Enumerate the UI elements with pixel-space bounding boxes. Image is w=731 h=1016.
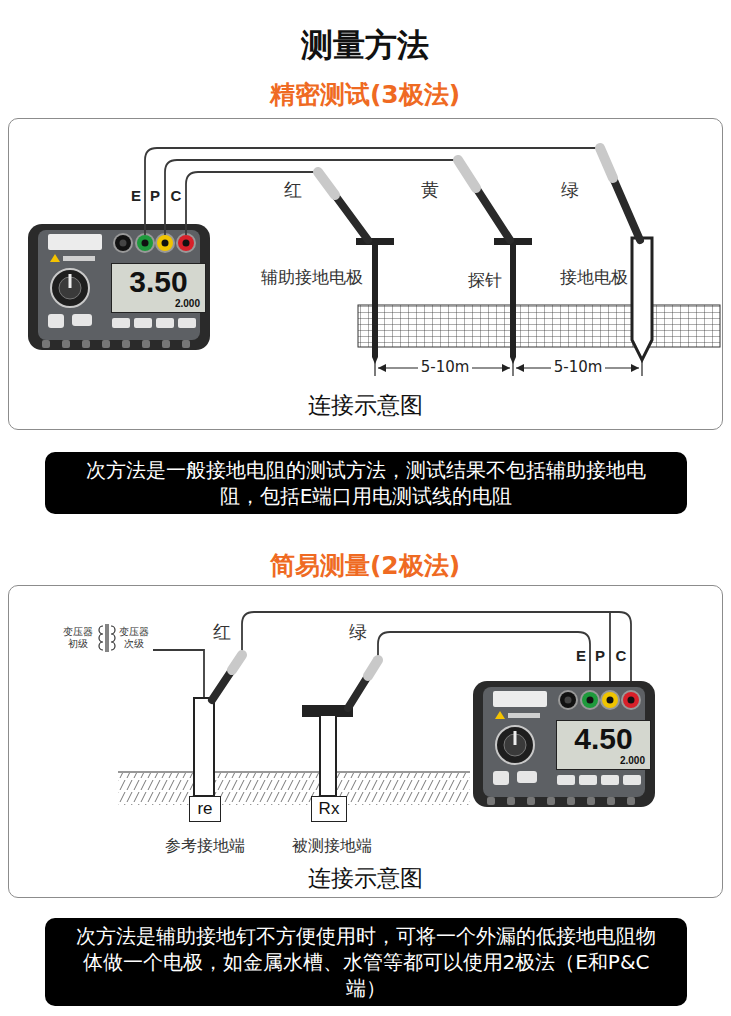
wire-colour: 绿: [561, 180, 579, 201]
transformer-symbol: [99, 626, 103, 650]
alligator-clip: [318, 172, 368, 240]
electrode-label: 探针: [468, 271, 502, 291]
earth-electrode: [632, 238, 652, 360]
auxiliary-electrode-rod: [372, 245, 378, 357]
section-heading: 简易测量(2极法): [270, 552, 460, 581]
lcd-display: 3.50 2.000: [111, 263, 206, 313]
transformer-symbol: [105, 624, 106, 652]
terminal-name: E: [576, 647, 586, 664]
electrode-label: 辅助接地电极: [261, 268, 363, 288]
reference-ground-rod: [194, 698, 214, 796]
alligator-clip: [212, 655, 242, 700]
test-lead: [165, 160, 458, 235]
lcd-display: 4.50 2.000: [556, 720, 651, 770]
soil: [118, 772, 470, 805]
earth-tester: [473, 681, 655, 807]
pipe-under-test: [303, 706, 352, 796]
terminal-name: E: [131, 187, 141, 204]
terminal-box: Rx: [311, 796, 348, 822]
alligator-clip: [318, 172, 335, 195]
alligator-clip: [458, 160, 510, 240]
auxiliary-electrode-rod: [356, 238, 394, 364]
wire-colour: 红: [213, 622, 231, 643]
terminal-name: re: [197, 799, 212, 819]
transformer-symbol: [99, 624, 115, 652]
lcd-reading: 4.50: [574, 724, 632, 754]
dimension: 5-10m: [551, 359, 606, 376]
note-box: 次方法是一般接地电阻的测试方法，测试结果不包括辅助接地电阻，包括E端口用电测试线…: [45, 452, 687, 514]
alligator-clip: [212, 655, 378, 708]
note-text: 次方法是辅助接地钉不方便使用时，可将一个外漏的低接地电阻物体做一个电极，如金属水…: [75, 923, 657, 1001]
ground-grid: [358, 305, 720, 347]
earth-electrode: [632, 238, 652, 360]
dimension: 5-10m: [418, 359, 473, 376]
lcd-reading: 2.000: [620, 756, 645, 766]
terminal-caption: 参考接地端: [165, 837, 245, 855]
note-box: 次方法是辅助接地钉不方便使用时，可将一个外漏的低接地电阻物体做一个电极，如金属水…: [45, 918, 687, 1006]
transformer-symbol: [107, 624, 108, 652]
lcd-reading: 2.000: [175, 299, 200, 309]
panel-caption: 连接示意图: [308, 865, 423, 893]
earth-tester: [473, 681, 655, 807]
page-title: 测量方法: [301, 26, 429, 64]
section-heading: 精密测试(3极法): [270, 81, 460, 110]
probe-rod: [510, 245, 516, 357]
panel-caption: 连接示意图: [308, 392, 423, 420]
dimension-line: [374, 361, 375, 376]
test-lead: [242, 612, 631, 691]
lcd-reading: 3.50: [129, 267, 187, 297]
alligator-clip: [232, 655, 242, 670]
ground-grid: [358, 305, 720, 347]
alligator-clip: [368, 660, 378, 676]
soil: [118, 771, 470, 772]
alligator-clip: [318, 148, 640, 240]
test-lead: [153, 650, 204, 698]
wire-colour: 黄: [421, 180, 439, 201]
test-lead: [186, 172, 318, 235]
pipe-under-test: [303, 706, 352, 796]
alligator-clip: [348, 660, 378, 708]
soil: [118, 773, 470, 805]
test-lead: [609, 612, 611, 691]
test-lead: [145, 148, 600, 235]
earth-tester: [28, 224, 210, 350]
terminal-box: re: [189, 796, 220, 822]
transformer-label: 变压器次级: [118, 626, 150, 650]
electrode-label: 接地电极: [560, 268, 628, 288]
terminal-name: C: [616, 647, 627, 664]
terminal-caption: 被测接地端: [292, 837, 372, 855]
terminal-name: Rx: [319, 799, 340, 819]
terminal-name: P: [150, 187, 160, 204]
auxiliary-electrode-rod: [356, 238, 394, 245]
earth-tester: [28, 224, 210, 350]
transformer-label: 变压器初级: [62, 626, 94, 650]
note-text: 次方法是一般接地电阻的测试方法，测试结果不包括辅助接地电阻，包括E端口用电测试线…: [75, 457, 657, 509]
wire-colour: 绿: [349, 622, 367, 643]
terminal-name: P: [595, 647, 605, 664]
dimension-line: [641, 361, 642, 376]
alligator-clip: [600, 148, 613, 178]
probe-rod: [494, 238, 532, 364]
transformer-symbol: [111, 626, 115, 650]
test-lead: [145, 148, 600, 235]
dimension-line: [512, 361, 513, 376]
reference-ground-rod: [194, 698, 214, 796]
wire-colour: 红: [284, 180, 302, 201]
alligator-clip: [600, 148, 640, 240]
alligator-clip: [458, 160, 476, 188]
terminal-name: C: [171, 187, 182, 204]
